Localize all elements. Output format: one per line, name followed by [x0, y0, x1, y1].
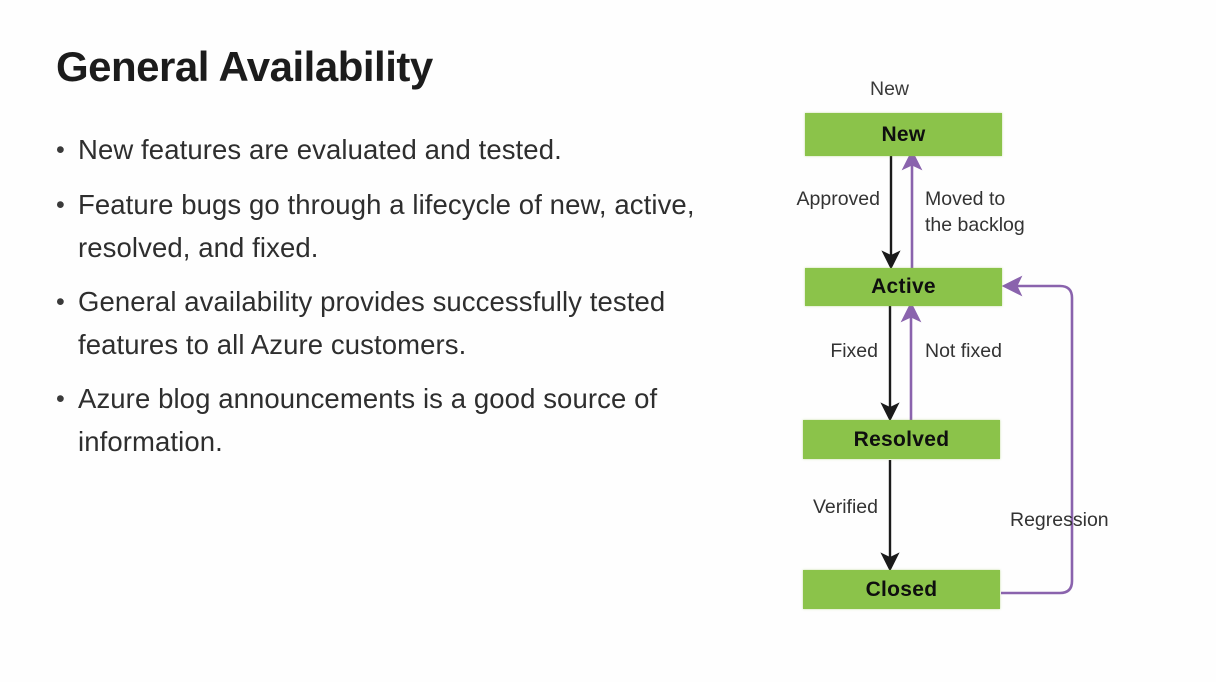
list-item-text: Azure blog announcements is a good sourc… [78, 383, 658, 457]
edge-label-verified: Verified [812, 496, 878, 518]
diagram-caption-new: New [870, 78, 910, 100]
bullet-list: • New features are evaluated and tested.… [52, 128, 712, 474]
list-item: • Feature bugs go through a lifecycle of… [52, 183, 712, 269]
bullet-marker-icon: • [56, 191, 65, 219]
edge-regression [1001, 275, 1074, 595]
state-box-closed[interactable]: Closed [803, 570, 1000, 609]
edge-label-fixed: Fixed [830, 340, 878, 362]
edge-label-regression: Regression [1010, 509, 1109, 531]
edge-label-not-fixed: Not fixed [925, 340, 1002, 362]
list-item: • New features are evaluated and tested. [52, 128, 712, 172]
bullet-marker-icon: • [56, 385, 65, 413]
state-box-new[interactable]: New [805, 113, 1002, 156]
edge-label-approved: Approved [796, 188, 880, 210]
bug-lifecycle-diagram: New New Active Resolved Closed Approved … [740, 60, 1180, 640]
list-item-text: Feature bugs go through a lifecycle of n… [78, 189, 695, 263]
list-item: • Azure blog announcements is a good sou… [52, 377, 712, 463]
state-box-resolved[interactable]: Resolved [803, 420, 1000, 459]
edge-label-moved-to-backlog: Moved to the backlog [925, 188, 1025, 236]
page-title: General Availability [56, 43, 433, 90]
bullet-marker-icon: • [56, 288, 65, 316]
list-item-text: New features are evaluated and tested. [78, 134, 562, 165]
bullet-marker-icon: • [56, 136, 65, 164]
state-box-active[interactable]: Active [805, 268, 1002, 306]
diagram-connectors [880, 149, 1074, 595]
list-item-text: General availability provides successful… [78, 286, 666, 360]
list-item: • General availability provides successf… [52, 280, 712, 366]
